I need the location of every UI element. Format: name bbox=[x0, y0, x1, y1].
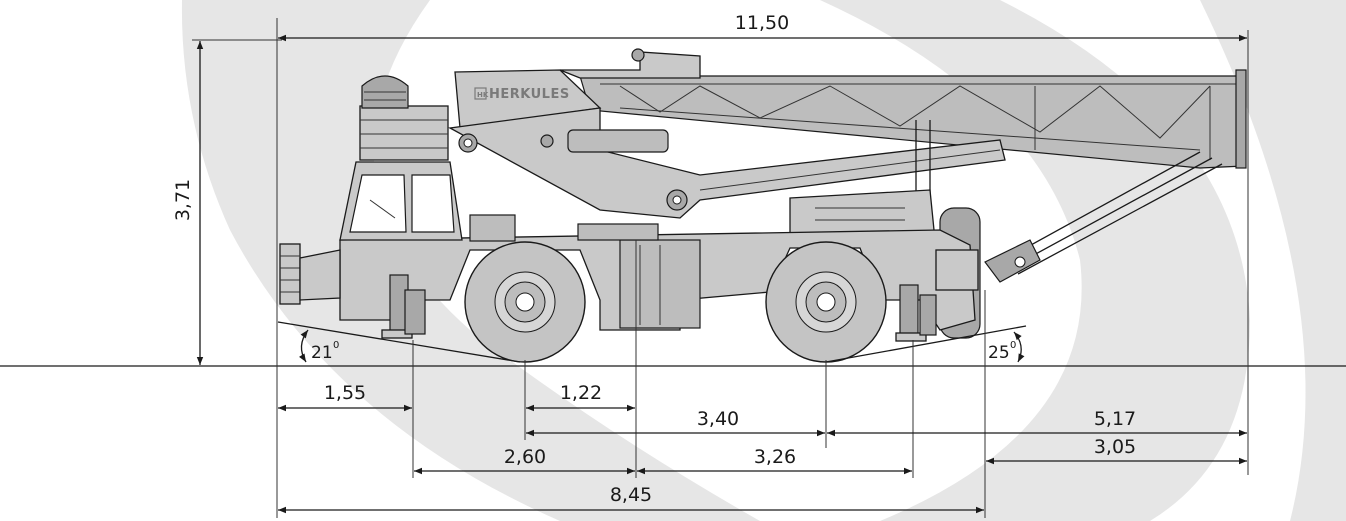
telescopic-boom bbox=[447, 48, 1006, 219]
dimension-overall-length: 11,50 bbox=[278, 12, 1247, 42]
departure-angle: 25 0 bbox=[825, 325, 1027, 363]
driver-cab bbox=[339, 161, 463, 241]
lattice-jib bbox=[579, 69, 1247, 169]
dimension-outrigger-front: 2,60 bbox=[414, 446, 635, 475]
rear-outrigger bbox=[895, 284, 937, 342]
front-wheel bbox=[464, 241, 586, 363]
dimension-rear-stub: 1,22 bbox=[526, 382, 635, 412]
svg-text:5,17: 5,17 bbox=[1094, 408, 1136, 430]
svg-text:3,40: 3,40 bbox=[697, 408, 739, 430]
extension-lines bbox=[192, 18, 1249, 518]
svg-text:1,22: 1,22 bbox=[560, 382, 602, 404]
brand-logo: HK HERKULES bbox=[474, 87, 570, 102]
svg-text:3,05: 3,05 bbox=[1094, 436, 1136, 458]
rear-wheel bbox=[765, 241, 887, 363]
svg-text:2,60: 2,60 bbox=[504, 446, 546, 468]
svg-text:0: 0 bbox=[1010, 340, 1016, 351]
crane-vehicle: HK HERKULES bbox=[279, 48, 1247, 363]
dimension-height: 3,71 bbox=[172, 41, 204, 365]
front-outrigger bbox=[279, 243, 426, 339]
svg-text:21: 21 bbox=[311, 343, 333, 363]
svg-text:1,55: 1,55 bbox=[324, 382, 366, 404]
dimension-front-overhang: 1,55 bbox=[278, 382, 412, 412]
svg-text:3,26: 3,26 bbox=[754, 446, 796, 468]
brand-name: HERKULES bbox=[489, 87, 570, 102]
overall-length-label: 11,50 bbox=[735, 12, 789, 34]
dimension-rear-overhang: 3,05 bbox=[986, 436, 1247, 465]
dimension-outrigger-rear: 3,26 bbox=[637, 446, 912, 475]
carrier-chassis bbox=[339, 214, 979, 331]
svg-text:25: 25 bbox=[988, 343, 1010, 363]
dimension-wheelbase: 3,40 bbox=[526, 408, 825, 437]
height-label: 3,71 bbox=[172, 179, 194, 221]
approach-angle: 21 0 bbox=[277, 321, 521, 363]
svg-text:0: 0 bbox=[333, 340, 339, 351]
dimension-boom-overhang: 5,17 bbox=[827, 408, 1247, 437]
dimension-chassis-length: 8,45 bbox=[278, 484, 984, 514]
svg-text:HK: HK bbox=[477, 91, 489, 99]
svg-text:8,45: 8,45 bbox=[610, 484, 652, 506]
